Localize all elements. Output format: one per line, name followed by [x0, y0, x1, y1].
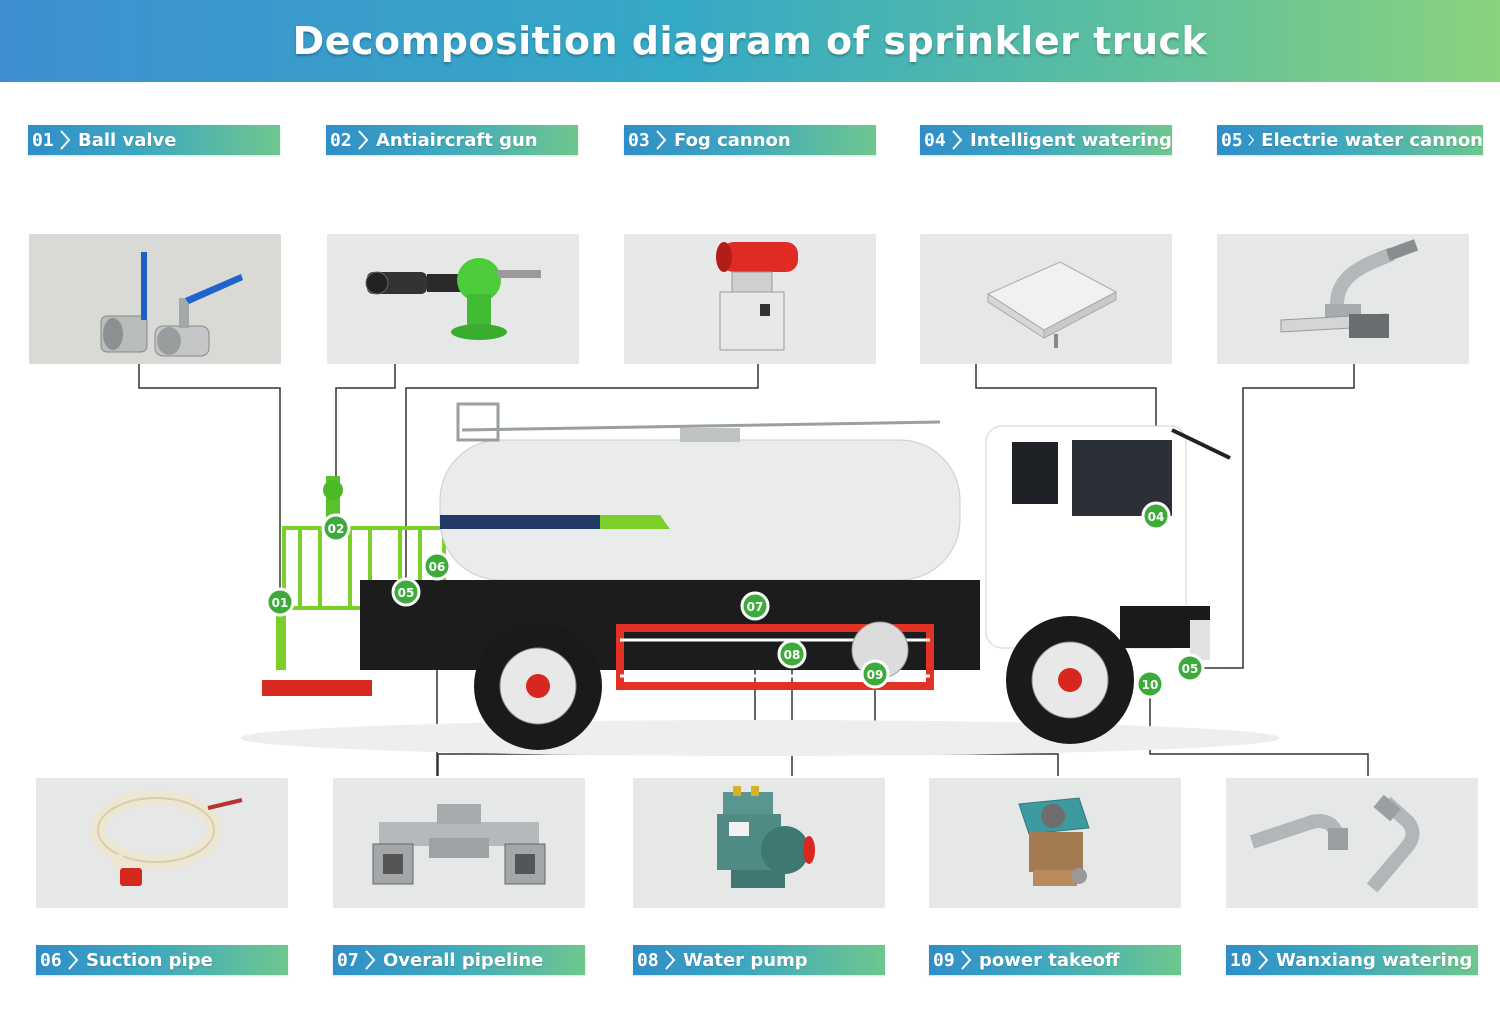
- part-name: Intelligent watering: [970, 129, 1172, 151]
- part-name: Suction pipe: [86, 949, 213, 971]
- chevron-right-icon: [1248, 134, 1255, 146]
- chevron-right-icon: [358, 130, 369, 150]
- leader-line-05: [1190, 364, 1355, 669]
- chevron-right-icon: [1258, 950, 1269, 970]
- part-name: Ball valve: [78, 129, 177, 151]
- chevron-right-icon: [68, 950, 79, 970]
- fog-cannon-photo: [624, 234, 876, 364]
- callout-number: 10: [1142, 678, 1159, 692]
- elbow-nozzle-photo: [1226, 778, 1478, 908]
- callout-number: 06: [429, 560, 446, 574]
- callout-06: 06: [422, 551, 452, 581]
- part-number: 09: [933, 949, 955, 971]
- part-number: 04: [924, 129, 946, 151]
- callout-02: 02: [321, 513, 351, 543]
- chevron-right-icon: [665, 950, 676, 970]
- callout-number: 08: [784, 648, 801, 662]
- part-number: 02: [330, 129, 352, 151]
- callout-number: 01: [272, 596, 289, 610]
- part-number: 03: [628, 129, 650, 151]
- part-label-09: 09 power takeoff: [929, 945, 1181, 975]
- ball-valve-photo: [29, 234, 281, 364]
- callout-number: 05: [1182, 662, 1199, 676]
- callout-07: 07: [740, 591, 770, 621]
- truck-cab: [985, 425, 1231, 660]
- water-pump-photo: [633, 778, 885, 908]
- callout-01: 01: [265, 587, 295, 617]
- chevron-right-icon: [952, 130, 963, 150]
- part-label-07: 07 Overall pipeline: [333, 945, 585, 975]
- chevron-right-icon: [365, 950, 376, 970]
- part-label-04: 04 Intelligent watering: [920, 125, 1172, 155]
- callout-08: 08: [777, 639, 807, 669]
- part-number: 10: [1230, 949, 1252, 971]
- control-box-photo: [920, 234, 1172, 364]
- part-number: 07: [337, 949, 359, 971]
- chevron-right-icon: [60, 130, 71, 150]
- chevron-right-icon: [961, 950, 972, 970]
- callout-number: 09: [867, 668, 884, 682]
- chevron-right-icon: [656, 130, 667, 150]
- part-label-02: 02 Antiaircraft gun: [326, 125, 578, 155]
- part-label-05: 05 Electrie water cannon: [1217, 125, 1483, 155]
- part-name: Wanxiang watering: [1276, 949, 1473, 971]
- part-name: Fog cannon: [674, 129, 791, 151]
- part-label-06: 06 Suction pipe: [36, 945, 288, 975]
- part-number: 01: [32, 129, 54, 151]
- part-label-03: 03 Fog cannon: [624, 125, 876, 155]
- leader-line-03: [405, 364, 759, 592]
- page-title: Decomposition diagram of sprinkler truck: [292, 19, 1208, 63]
- leader-line-10: [1149, 684, 1369, 776]
- electric-cannon-photo: [1217, 234, 1469, 364]
- callout-number: 05: [398, 586, 415, 600]
- callout-number: 07: [747, 600, 764, 614]
- leader-line-01: [138, 364, 281, 602]
- part-name: Antiaircraft gun: [376, 129, 538, 151]
- rear-wheel: [474, 622, 602, 750]
- water-tank: [439, 402, 961, 581]
- power-takeoff-photo: [929, 778, 1181, 908]
- suction-pipe-photo: [36, 778, 288, 908]
- part-name: Water pump: [683, 949, 808, 971]
- part-label-08: 08 Water pump: [633, 945, 885, 975]
- pipeline-photo: [333, 778, 585, 908]
- part-number: 05: [1221, 129, 1243, 151]
- callout-03: 05: [391, 577, 421, 607]
- front-wheel: [1006, 616, 1134, 744]
- antiaircraft-gun-photo: [327, 234, 579, 364]
- callout-number: 04: [1148, 510, 1165, 524]
- part-name: power takeoff: [979, 949, 1120, 971]
- part-number: 08: [637, 949, 659, 971]
- part-name: Electrie water cannon: [1261, 129, 1483, 151]
- part-label-10: 10 Wanxiang watering: [1226, 945, 1478, 975]
- callout-05: 05: [1175, 653, 1205, 683]
- leader-line-02: [335, 364, 396, 528]
- part-name: Overall pipeline: [383, 949, 544, 971]
- callout-04: 04: [1141, 501, 1171, 531]
- chassis: [262, 580, 980, 696]
- callout-10: 10: [1135, 669, 1165, 699]
- part-label-01: 01 Ball valve: [28, 125, 280, 155]
- callout-09: 09: [860, 659, 890, 689]
- callout-number: 02: [328, 522, 345, 536]
- title-banner: Decomposition diagram of sprinkler truck: [0, 0, 1500, 82]
- part-number: 06: [40, 949, 62, 971]
